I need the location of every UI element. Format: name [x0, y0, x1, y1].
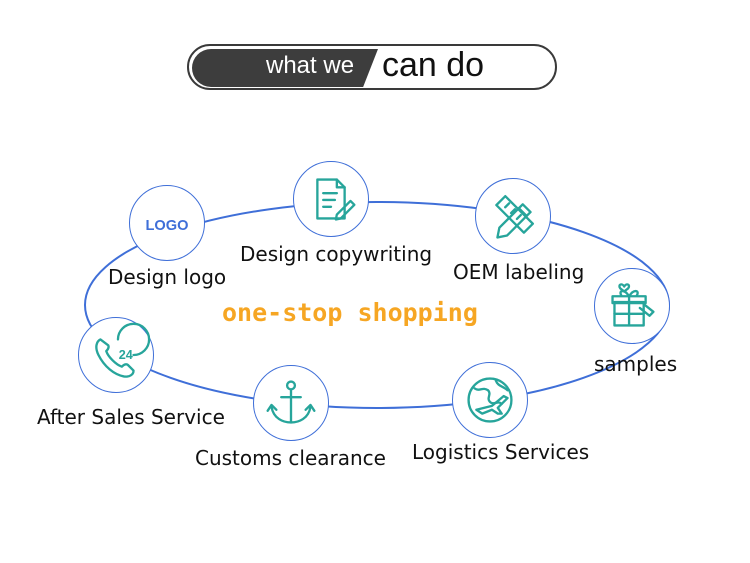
service-node-design-logo: LOGO: [129, 185, 205, 261]
header-title-right: can do: [382, 46, 485, 84]
service-node-design-copywriting: [293, 161, 369, 237]
service-label-oem-labeling: OEM labeling: [453, 260, 585, 284]
service-label-after-sales: After Sales Service: [37, 405, 225, 429]
phone-24-badge: 24: [119, 348, 133, 362]
logo-icon-text: LOGO: [146, 218, 189, 234]
service-node-logistics: [452, 362, 528, 438]
service-node-after-sales: 24: [78, 317, 154, 393]
globe-plane-icon: [467, 377, 513, 423]
service-label-design-copywriting: Design copywriting: [240, 242, 433, 266]
service-label-design-logo: Design logo: [108, 265, 227, 289]
header-dark-segment: [192, 49, 378, 87]
center-tagline: one-stop shopping: [222, 298, 478, 327]
anchor-icon: [266, 380, 316, 424]
service-label-logistics: Logistics Services: [412, 440, 590, 464]
service-label-customs: Customs clearance: [195, 446, 386, 470]
header-title-left: what we: [266, 52, 355, 79]
service-label-samples: samples: [594, 352, 678, 376]
service-node-samples: [594, 268, 670, 344]
ruler-pencil-icon: [495, 194, 535, 239]
phone-24-icon: 24: [95, 322, 151, 378]
service-node-oem-labeling: [475, 178, 551, 254]
service-node-customs: [253, 365, 329, 441]
gift-box-icon: [611, 283, 655, 327]
document-pen-icon: [316, 178, 356, 221]
logo-text-icon: LOGO: [146, 218, 189, 234]
